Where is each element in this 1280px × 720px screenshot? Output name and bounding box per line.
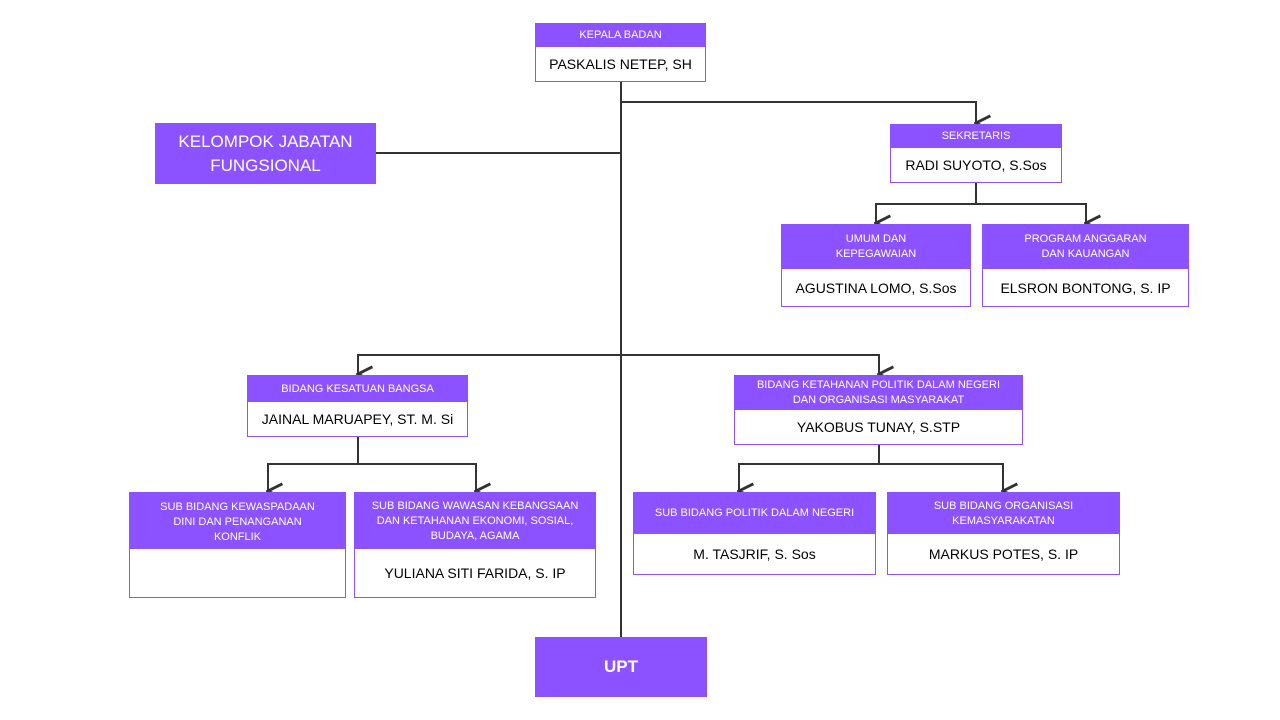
sub-bidang-wawasan-box: SUB BIDANG WAWASAN KEBANGSAAN DAN KETAHA… — [354, 492, 596, 598]
umum-kepegawaian-name: AGUSTINA LOMO, S.Sos — [795, 279, 957, 296]
connector-umum — [876, 203, 976, 223]
kepala-badan-name: PASKALIS NETEP, SH — [549, 56, 692, 72]
kelompok-jabatan-fungsional-box: KELOMPOK JABATAN FUNGSIONAL — [155, 123, 376, 184]
sub-bidang-ormas-box: SUB BIDANG ORGANISASI KEMASYARAKATAN MAR… — [887, 492, 1120, 575]
connector-ketahanan — [621, 354, 879, 374]
bidang-ketahanan-politik-title: BIDANG KETAHANAN POLITIK DALAM NEGERI DA… — [735, 376, 1022, 410]
sub-bidang-kewaspadaan-name — [130, 549, 345, 597]
upt-label: UPT — [604, 657, 638, 676]
bidang-kesatuan-bangsa-box: BIDANG KESATUAN BANGSA JAINAL MARUAPEY, … — [247, 375, 468, 437]
umum-kepegawaian-title: UMUM DAN KEPEGAWAIAN — [782, 225, 970, 269]
kelompok-jabatan-fungsional-label: KELOMPOK JABATAN FUNGSIONAL — [178, 131, 353, 175]
kepala-badan-title: KEPALA BADAN — [536, 24, 705, 47]
sekretaris-box: SEKRETARIS RADI SUYOTO, S.Sos — [890, 124, 1062, 183]
sekretaris-title: SEKRETARIS — [891, 125, 1061, 148]
sub-bidang-politik-box: SUB BIDANG POLITIK DALAM NEGERI M. TASJR… — [633, 492, 876, 575]
sub-bidang-politik-name: M. TASJRIF, S. Sos — [693, 546, 816, 562]
program-anggaran-name: ELSRON BONTONG, S. IP — [1000, 279, 1171, 296]
connector-ormas — [879, 463, 1003, 491]
connector-program — [976, 203, 1086, 223]
bidang-kesatuan-bangsa-name: JAINAL MARUAPEY, ST. M. Si — [261, 411, 454, 427]
connector-politik — [739, 463, 879, 491]
sub-bidang-kewaspadaan-box: SUB BIDANG KEWASPADAAN DINI DAN PENANGAN… — [129, 492, 346, 598]
sub-bidang-kewaspadaan-title: SUB BIDANG KEWASPADAAN DINI DAN PENANGAN… — [130, 493, 345, 549]
connector-wawasan — [358, 463, 476, 491]
sub-bidang-ormas-name: MARKUS POTES, S. IP — [928, 546, 1079, 562]
kepala-badan-box: KEPALA BADAN PASKALIS NETEP, SH — [535, 23, 706, 82]
bidang-kesatuan-bangsa-title: BIDANG KESATUAN BANGSA — [248, 376, 467, 402]
upt-box: UPT — [535, 637, 707, 697]
connector-kesatuan — [358, 354, 621, 374]
sub-bidang-wawasan-title: SUB BIDANG WAWASAN KEBANGSAAN DAN KETAHA… — [355, 493, 595, 549]
connector-sekretaris — [621, 101, 976, 123]
connector-kewaspadaan — [268, 463, 358, 491]
sub-bidang-wawasan-name: YULIANA SITI FARIDA, S. IP — [384, 565, 566, 581]
sekretaris-name: RADI SUYOTO, S.Sos — [905, 157, 1047, 173]
program-anggaran-title: PROGRAM ANGGARAN DAN KAUANGAN — [983, 225, 1188, 269]
umum-kepegawaian-box: UMUM DAN KEPEGAWAIAN AGUSTINA LOMO, S.So… — [781, 224, 971, 307]
program-anggaran-box: PROGRAM ANGGARAN DAN KAUANGAN ELSRON BON… — [982, 224, 1189, 307]
sub-bidang-ormas-title: SUB BIDANG ORGANISASI KEMASYARAKATAN — [888, 493, 1119, 534]
sub-bidang-politik-title: SUB BIDANG POLITIK DALAM NEGERI — [634, 493, 875, 534]
bidang-ketahanan-politik-name: YAKOBUS TUNAY, S.STP — [796, 419, 961, 435]
bidang-ketahanan-politik-box: BIDANG KETAHANAN POLITIK DALAM NEGERI DA… — [734, 375, 1023, 445]
